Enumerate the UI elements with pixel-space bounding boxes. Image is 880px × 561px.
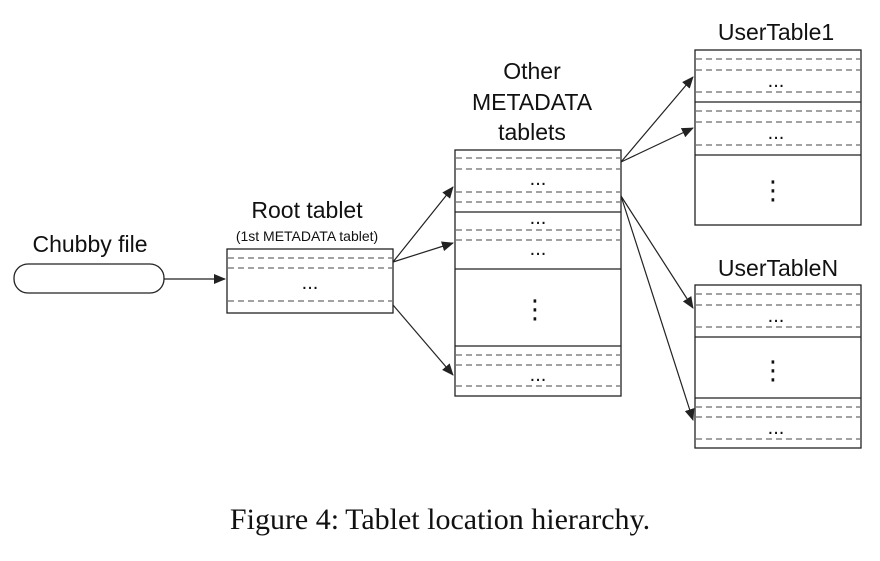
figure-caption-label: Figure 4: — [229, 503, 340, 536]
metadata-ellipsis-4: ... — [530, 364, 547, 386]
root-tablet-box: ... — [226, 248, 394, 314]
metadata-label-line2: METADATA — [472, 89, 593, 115]
arrow-root-to-meta-1 — [392, 186, 454, 263]
root-tablet-sublabel: (1st METADATA tablet) — [236, 228, 378, 244]
metadata-ellipsis-1: ... — [530, 168, 547, 190]
metadata-label-line1: Other — [503, 58, 561, 84]
metadata-vertical-ellipsis: ⋮ — [522, 294, 548, 324]
usertable1-ellipsis-2: ... — [768, 122, 785, 144]
usertablen-ellipsis-1: ... — [768, 305, 785, 327]
usertable1-ellipsis-1: ... — [768, 70, 785, 92]
arrow-root-to-meta-3 — [392, 304, 454, 376]
usertablen-vertical-ellipsis: ⋮ — [760, 355, 786, 385]
usertablen-box: ... ⋮ ... — [694, 284, 862, 449]
usertablen-label: UserTableN — [718, 255, 838, 281]
usertablen-ellipsis-2: ... — [768, 417, 785, 439]
chubby-file-node — [13, 263, 165, 294]
usertable1-label: UserTable1 — [718, 19, 834, 45]
figure-caption-text: Tablet location hierarchy. — [345, 503, 651, 536]
metadata-ellipsis-2: ... — [530, 207, 547, 229]
arrow-meta-to-usertable1-b — [620, 127, 694, 163]
metadata-ellipsis-3: ... — [530, 238, 547, 260]
arrow-meta-to-usertablen-b — [620, 195, 695, 421]
arrow-meta-to-usertable1-a — [620, 76, 694, 163]
root-tablet-label: Root tablet — [251, 197, 363, 223]
usertable1-vertical-ellipsis: ⋮ — [760, 175, 786, 205]
arrow-meta-to-usertablen-a — [620, 195, 694, 309]
root-tablet-ellipsis: ... — [302, 272, 319, 294]
arrow-root-to-meta-2 — [392, 241, 454, 263]
metadata-tablets-box: ... ... ... ⋮ ... — [454, 149, 622, 397]
chubby-file-label: Chubby file — [32, 231, 147, 257]
figure-caption: Figure 4:Tablet location hierarchy. — [0, 503, 880, 537]
metadata-label-line3: tablets — [498, 119, 566, 145]
usertable1-box: ... ... ⋮ — [694, 49, 862, 226]
